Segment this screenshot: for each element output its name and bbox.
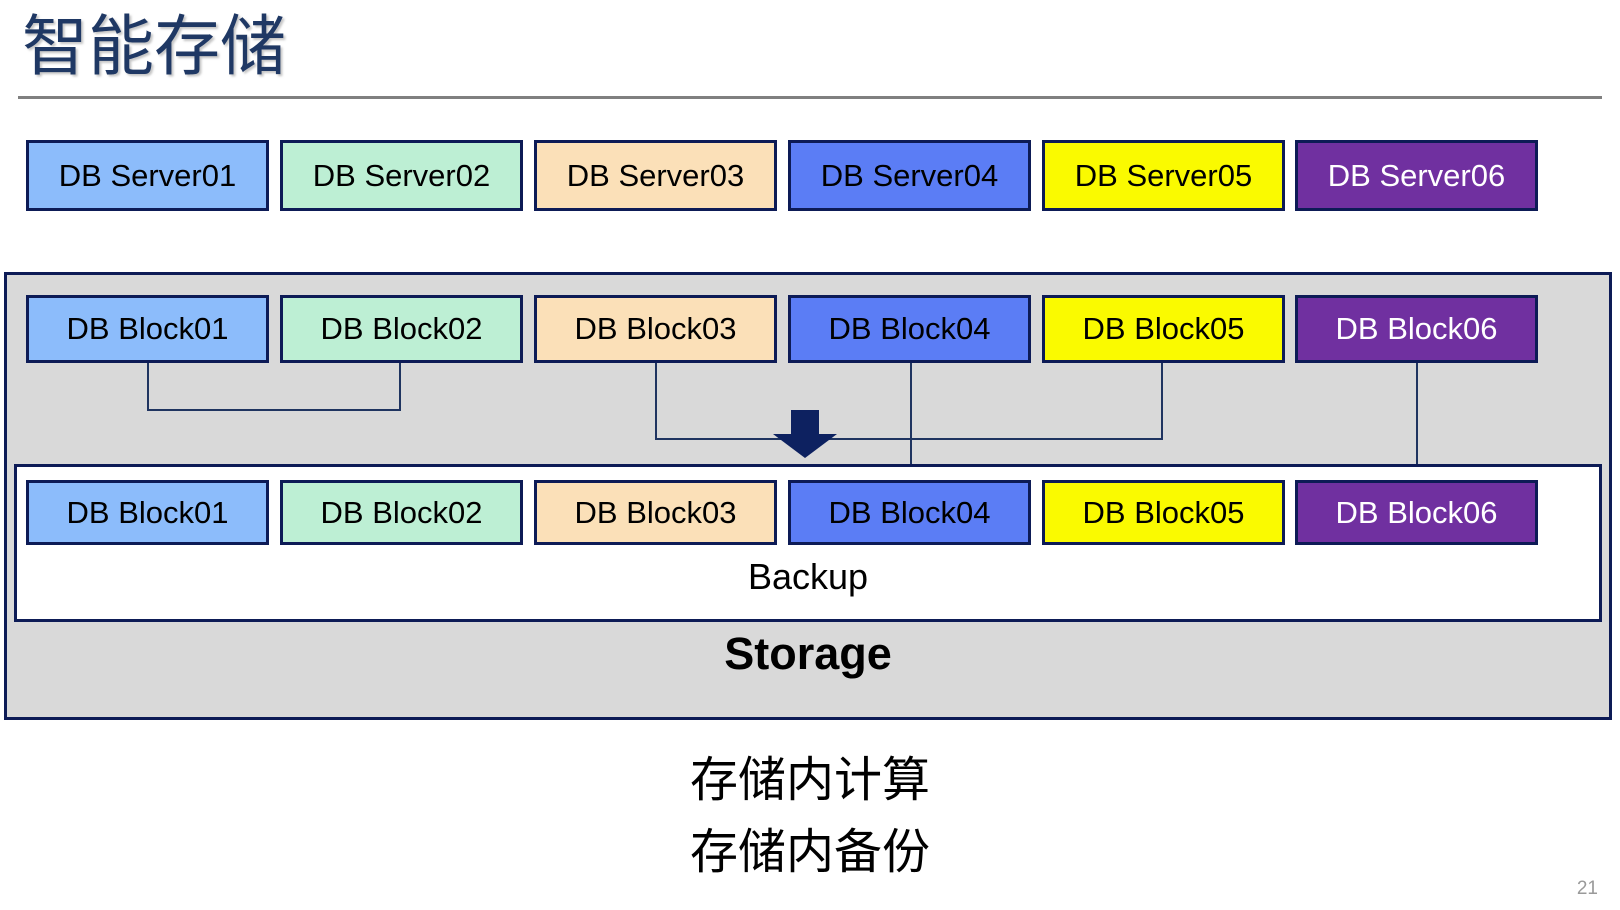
db-server-box-2[interactable]: DB Server02 bbox=[280, 140, 523, 211]
db-server-box-label: DB Server02 bbox=[312, 157, 491, 193]
db-block-backup-box-label: DB Block06 bbox=[1335, 494, 1498, 530]
db-block-backup-box-label: DB Block02 bbox=[320, 494, 483, 530]
db-server-box-4[interactable]: DB Server04 bbox=[788, 140, 1031, 211]
db-block-backup-box-label: DB Block03 bbox=[574, 494, 737, 530]
page-title: 智能存储 bbox=[22, 9, 286, 83]
db-server-box-label: DB Server03 bbox=[566, 157, 745, 193]
db-server-box-5[interactable]: DB Server05 bbox=[1042, 140, 1285, 211]
db-block-primary-box-label: DB Block03 bbox=[574, 311, 737, 346]
db-block-backup-box-5[interactable]: DB Block05 bbox=[1042, 480, 1285, 545]
db-block-primary-box-4[interactable]: DB Block04 bbox=[788, 295, 1031, 363]
db-block-primary-box-label: DB Block06 bbox=[1335, 311, 1498, 346]
db-server-box-3[interactable]: DB Server03 bbox=[534, 140, 777, 211]
db-block-primary-box-1[interactable]: DB Block01 bbox=[26, 295, 269, 363]
db-block-primary-box-3[interactable]: DB Block03 bbox=[534, 295, 777, 363]
db-block-backup-box-1[interactable]: DB Block01 bbox=[26, 480, 269, 545]
caption-line-1: 存储内计算 bbox=[689, 754, 930, 807]
db-server-box-label: DB Server06 bbox=[1327, 157, 1506, 193]
storage-label: Storage bbox=[724, 628, 892, 679]
db-block-primary-box-label: DB Block01 bbox=[66, 311, 229, 346]
db-server-box-label: DB Server05 bbox=[1074, 157, 1253, 193]
db-block-backup-box-6[interactable]: DB Block06 bbox=[1295, 480, 1538, 545]
db-block-backup-box-label: DB Block05 bbox=[1082, 494, 1245, 530]
db-server-box-6[interactable]: DB Server06 bbox=[1295, 140, 1538, 211]
db-block-primary-box-label: DB Block02 bbox=[320, 311, 483, 346]
db-server-box-label: DB Server01 bbox=[58, 157, 237, 193]
down-arrow-icon bbox=[773, 410, 837, 458]
db-server-box-label: DB Server04 bbox=[820, 157, 999, 193]
db-block-primary-box-6[interactable]: DB Block06 bbox=[1295, 295, 1538, 363]
db-block-backup-box-label: DB Block01 bbox=[66, 494, 229, 530]
db-block-primary-box-label: DB Block05 bbox=[1082, 311, 1245, 346]
db-block-backup-box-2[interactable]: DB Block02 bbox=[280, 480, 523, 545]
caption-line-2: 存储内备份 bbox=[689, 826, 930, 879]
db-block-backup-box-4[interactable]: DB Block04 bbox=[788, 480, 1031, 545]
db-block-backup-box-3[interactable]: DB Block03 bbox=[534, 480, 777, 545]
title-divider bbox=[18, 96, 1602, 99]
db-server-box-1[interactable]: DB Server01 bbox=[26, 140, 269, 211]
db-block-primary-box-label: DB Block04 bbox=[828, 311, 991, 346]
backup-label: Backup bbox=[747, 556, 869, 597]
db-block-backup-box-label: DB Block04 bbox=[828, 494, 991, 530]
db-block-primary-box-5[interactable]: DB Block05 bbox=[1042, 295, 1285, 363]
page-number: 21 bbox=[1576, 878, 1598, 899]
db-block-primary-box-2[interactable]: DB Block02 bbox=[280, 295, 523, 363]
